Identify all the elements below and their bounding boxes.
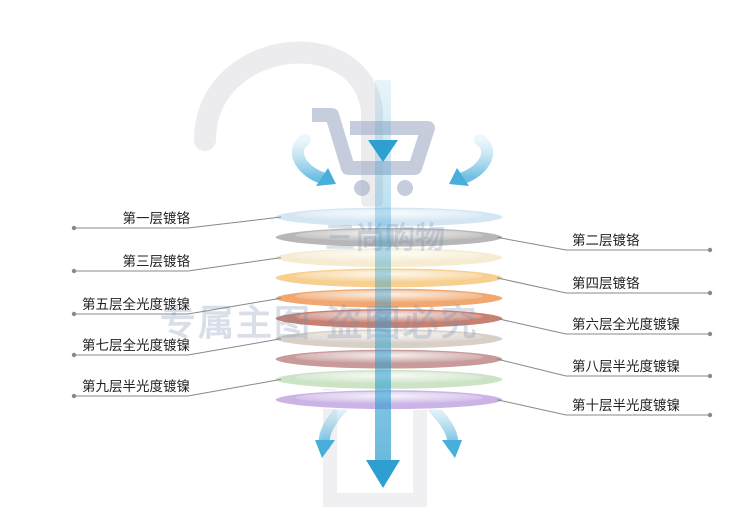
leader-dot-2 — [707, 247, 713, 253]
leader-line-6 — [496, 318, 710, 335]
leader-dot-1 — [71, 225, 77, 231]
leader-line-8 — [496, 358, 710, 377]
leader-line-5 — [74, 297, 282, 315]
leader-line-2 — [496, 236, 710, 251]
curved-arrows-top — [291, 134, 494, 186]
layer-label-10: 第十层半光度镀镍 — [572, 398, 680, 414]
central-flow-arrow — [366, 80, 400, 488]
leader-dot-6 — [707, 331, 713, 337]
leader-line-1 — [74, 216, 282, 229]
leader-line-9 — [74, 378, 282, 397]
watermark-top-text: 三尚购物 — [325, 221, 445, 256]
leader-dot-10 — [707, 412, 713, 418]
layer-label-6: 第六层全光度镀镍 — [572, 317, 680, 333]
faucet-silhouette — [194, 41, 383, 211]
leader-lines — [71, 216, 713, 418]
leader-dot-8 — [707, 373, 713, 379]
leader-dot-4 — [707, 290, 713, 296]
leader-line-3 — [74, 257, 282, 272]
leader-line-4 — [496, 277, 710, 294]
layer-label-4: 第四层镀铬 — [572, 276, 640, 292]
layer-label-7: 第七层全光度镀镍 — [82, 338, 190, 354]
layer-label-5: 第五层全光度镀镍 — [82, 297, 190, 313]
layer-label-1: 第一层镀铬 — [122, 211, 191, 227]
leader-dot-9 — [71, 393, 77, 399]
leader-dot-7 — [71, 352, 77, 358]
leader-line-10 — [496, 399, 710, 416]
leader-line-7 — [74, 338, 282, 356]
leader-dot-3 — [71, 268, 77, 274]
layer-label-2: 第二层镀铬 — [572, 233, 640, 249]
layer-label-9: 第九层半光度镀镍 — [82, 379, 190, 395]
layer-label-3: 第三层镀铬 — [122, 254, 191, 270]
layer-label-8: 第八层半光度镀镍 — [572, 359, 680, 375]
leader-dot-5 — [71, 311, 77, 317]
watermark-mid-text: 专属主图 盗图必究 — [160, 303, 479, 344]
